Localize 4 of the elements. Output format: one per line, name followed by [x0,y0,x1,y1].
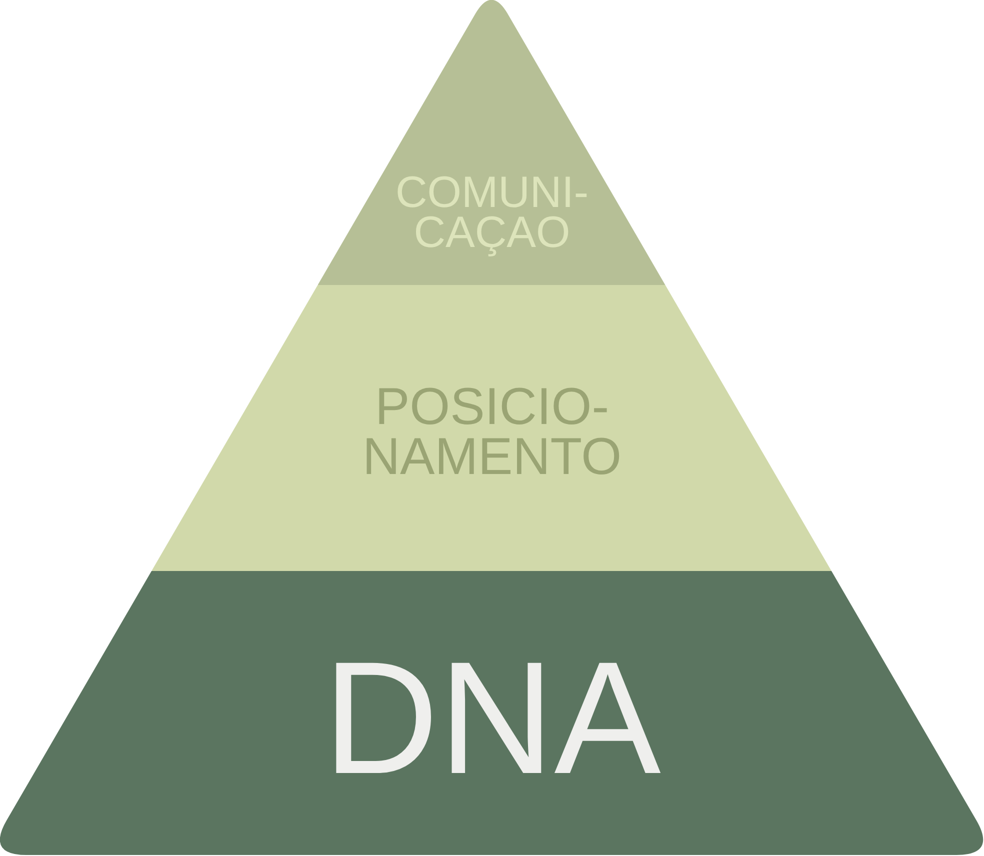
pyramid-tier [318,0,666,285]
tier-label: DNA [322,628,662,808]
pyramid-tier [152,285,832,571]
pyramid-tier [0,571,984,856]
